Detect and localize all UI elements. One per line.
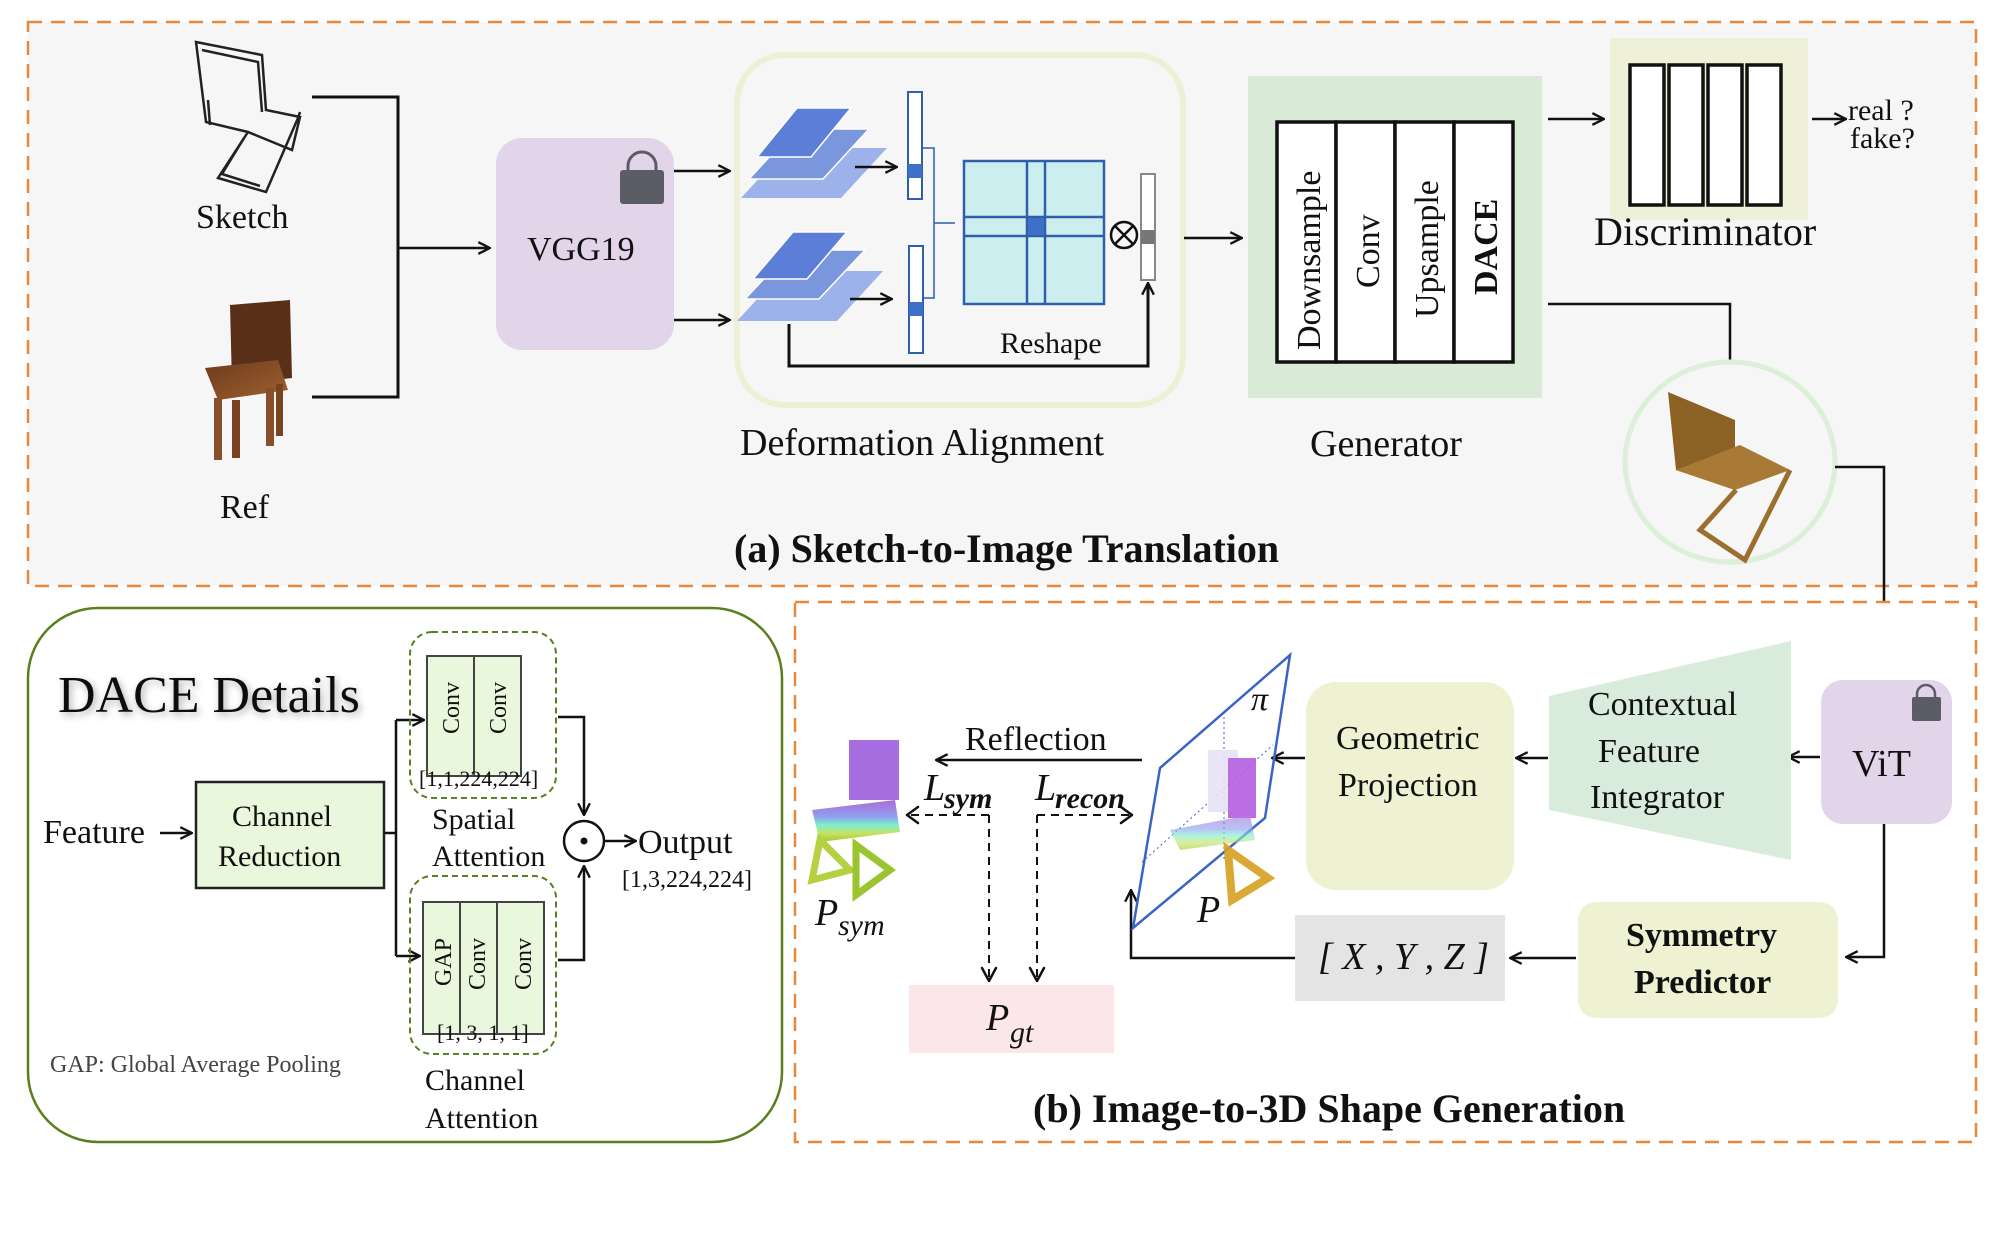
downsample-label: Downsample bbox=[1291, 171, 1328, 350]
sym-line2: Predictor bbox=[1634, 964, 1771, 1001]
gap-footnote: GAP: Global Average Pooling bbox=[50, 1052, 341, 1078]
spatial-attention-block: Conv Conv [1,1,224,224] bbox=[409, 631, 557, 799]
spatial-conv2-label: Conv bbox=[486, 682, 512, 734]
reshape-label: Reshape bbox=[1000, 327, 1102, 360]
feature-stack-bottom bbox=[737, 231, 883, 321]
point-cloud-sym bbox=[807, 740, 900, 902]
discriminator-label: Discriminator bbox=[1594, 209, 1816, 254]
dace-title: DACE Details bbox=[58, 667, 360, 724]
dace-label: DACE bbox=[1468, 199, 1505, 295]
point-cloud-p bbox=[1170, 750, 1276, 907]
channel-reduction-line1: Channel bbox=[232, 800, 332, 833]
deformation-alignment-label: Deformation Alignment bbox=[740, 422, 1105, 464]
feature-stack-top bbox=[741, 107, 887, 198]
channel-shape: [1, 3, 1, 1] bbox=[437, 1020, 529, 1045]
generator-layer-dace bbox=[1452, 120, 1515, 364]
fake-label: fake? bbox=[1850, 122, 1915, 155]
channel-attention-line2: Attention bbox=[425, 1102, 538, 1135]
cfi-line1: Contextual bbox=[1588, 686, 1737, 723]
contextual-feature-integrator: Contextual Feature Integrator bbox=[1549, 641, 1791, 860]
channel-reduction-line2: Reduction bbox=[218, 840, 341, 873]
reflection-label: Reflection bbox=[965, 721, 1107, 758]
channel-conv1-label: Conv bbox=[465, 938, 491, 990]
gap-label: GAP bbox=[431, 938, 457, 986]
symmetry-predictor-block: Symmetry Predictor bbox=[1578, 902, 1838, 1018]
generator-layer-upsample bbox=[1393, 120, 1456, 364]
xyz-label: [ X , Y , Z ] bbox=[1318, 936, 1489, 978]
output-label: Output bbox=[638, 824, 733, 861]
spatial-shape: [1,1,224,224] bbox=[419, 766, 538, 791]
generated-chair-image bbox=[1622, 359, 1838, 565]
channel-reduction-block: Channel Reduction bbox=[194, 780, 386, 890]
geo-line2: Projection bbox=[1338, 767, 1478, 804]
channel-attention-block: GAP Conv Conv [1, 3, 1, 1] bbox=[409, 875, 557, 1055]
brace bbox=[923, 147, 955, 299]
discriminator-block bbox=[1610, 38, 1808, 220]
elementwise-product-icon bbox=[562, 819, 606, 863]
spatial-attention-line1: Spatial bbox=[432, 803, 515, 836]
spatial-conv1-label: Conv bbox=[439, 682, 465, 734]
p-gt-sub: gt bbox=[1010, 1016, 1034, 1049]
deformation-alignment-block: Reshape bbox=[734, 52, 1186, 408]
ref-chair-image bbox=[205, 300, 292, 460]
feature-vector-top bbox=[907, 91, 923, 200]
output-vector bbox=[1140, 173, 1156, 281]
generator-block: Downsample Conv Upsample DACE bbox=[1248, 76, 1542, 398]
feature-vector-bottom bbox=[908, 245, 924, 354]
branch-lines bbox=[384, 720, 398, 956]
panel-b-title: (b) Image-to-3D Shape Generation bbox=[1033, 1086, 1625, 1131]
panel-sketch-to-image: Sketch Ref VGG19 bbox=[26, 20, 1978, 672]
sketch-chair-image bbox=[194, 40, 302, 194]
ground-truth-block: P gt bbox=[909, 985, 1114, 1053]
vgg19-block: VGG19 bbox=[496, 138, 674, 350]
multiply-operator-icon bbox=[1109, 220, 1139, 250]
generator-label: Generator bbox=[1310, 423, 1462, 465]
plane-pi-label: π bbox=[1251, 681, 1269, 718]
p-sym-main: P bbox=[814, 892, 838, 934]
cfi-line2: Feature bbox=[1598, 733, 1700, 770]
channel-attention-line1: Channel bbox=[425, 1064, 525, 1097]
xyz-block: [ X , Y , Z ] bbox=[1295, 915, 1505, 1001]
panel-a-title: (a) Sketch-to-Image Translation bbox=[734, 526, 1279, 571]
correlation-matrix bbox=[962, 159, 1106, 306]
cfi-line3: Integrator bbox=[1590, 779, 1725, 816]
l-recon-sub: recon bbox=[1055, 782, 1125, 815]
p-gt-main: P bbox=[985, 997, 1009, 1039]
conv-label: Conv bbox=[1350, 214, 1387, 288]
spatial-attention-line2: Attention bbox=[432, 840, 545, 873]
l-recon-main: L bbox=[1034, 767, 1056, 809]
reshape-skip-connection bbox=[787, 283, 1148, 368]
vit-block: ViT bbox=[1821, 680, 1952, 824]
vgg19-label: VGG19 bbox=[527, 231, 635, 268]
l-sym-main: L bbox=[923, 767, 945, 809]
l-sym-sub: sym bbox=[943, 782, 992, 815]
panel-image-to-3d: ViT Contextual Feature Integrator Geomet… bbox=[793, 600, 1978, 1144]
lock-icon bbox=[1912, 683, 1941, 721]
output-shape: [1,3,224,224] bbox=[622, 867, 752, 893]
real-label: real ? bbox=[1848, 94, 1914, 127]
ref-label: Ref bbox=[220, 489, 270, 526]
geometric-projection-block: Geometric Projection bbox=[1306, 682, 1514, 890]
upsample-label: Upsample bbox=[1409, 180, 1446, 318]
feature-input-label: Feature bbox=[43, 814, 145, 851]
generator-to-output-image bbox=[1548, 302, 1732, 362]
vit-label: ViT bbox=[1852, 743, 1911, 785]
sym-line1: Symmetry bbox=[1626, 917, 1777, 954]
p-sym-sub: sym bbox=[838, 909, 885, 942]
channel-conv2-label: Conv bbox=[511, 938, 537, 990]
sketch-label: Sketch bbox=[196, 199, 289, 236]
geo-line1: Geometric bbox=[1336, 720, 1480, 757]
dace-details-panel: DACE Details Feature Channel Reduction C… bbox=[26, 606, 784, 1144]
p-label: P bbox=[1196, 889, 1220, 931]
generator-layer-downsample bbox=[1275, 120, 1338, 364]
lock-icon bbox=[620, 150, 664, 204]
